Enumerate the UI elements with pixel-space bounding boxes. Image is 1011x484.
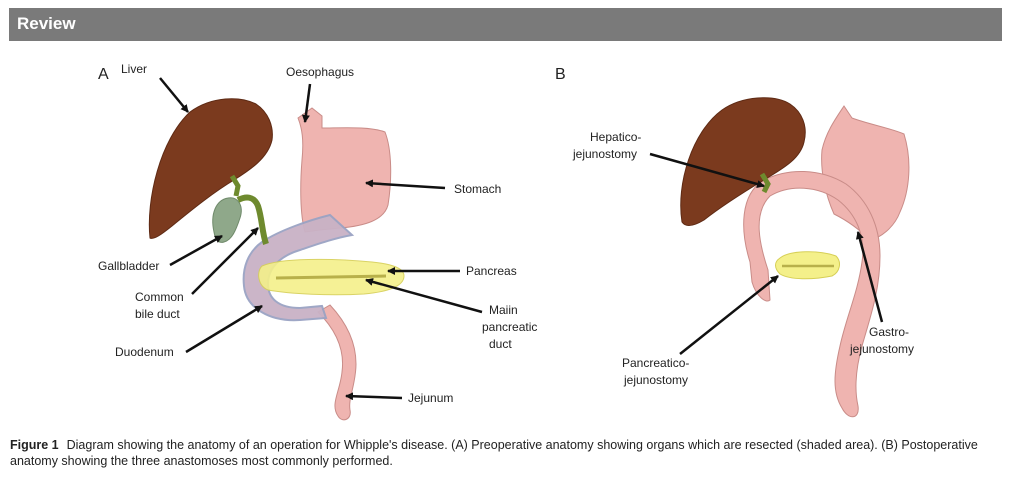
panel-a-letter: A [98,66,109,83]
label-common-bile-duct-line1: Common [135,290,184,304]
label-pancreaticojejunostomy-line2: jejunostomy [623,373,688,387]
arrow-duodenum [186,306,262,352]
panel-b-letter: B [555,66,566,83]
label-common-bile-duct-line2: bile duct [135,307,180,321]
label-liver: Liver [121,62,147,76]
gallbladder-a [213,198,241,243]
arrow-liver [160,78,188,112]
label-gastrojejunostomy-line2: jejunostomy [849,342,914,356]
label-jejunum: Jejunum [408,391,453,405]
label-stomach: Stomach [454,182,501,196]
liver-a [149,99,272,239]
arrow-main-pancreatic-duct [366,280,482,312]
label-pancreaticojejunostomy-line1: Pancreatico- [622,356,689,370]
hepatic-duct-a [232,176,238,196]
jejunum-a [318,305,356,420]
label-hepaticojejunostomy-line2: jejunostomy [572,147,637,161]
label-hepaticojejunostomy-line1: Hepatico- [590,130,641,144]
arrow-jejunum [346,396,402,398]
arrow-pancreaticojejunostomy [680,276,778,354]
jejunal-loop-b [744,171,880,416]
arrow-gallbladder [170,236,222,265]
main-pancreatic-duct-a [276,276,386,278]
label-main-pancreatic-duct-line3: duct [489,337,512,351]
label-duodenum: Duodenum [115,345,174,359]
label-gallbladder: Gallbladder [98,259,159,273]
liver-b [681,98,805,226]
common-bile-duct-a [238,198,266,244]
stomach-a [298,108,391,232]
label-main-pancreatic-duct-line1: Maiin [489,303,518,317]
figure-caption-text: Diagram showing the anatomy of an operat… [10,438,978,468]
figure-caption-label: Figure 1 [10,438,59,452]
label-main-pancreatic-duct-line2: pancreatic [482,320,537,334]
label-pancreas: Pancreas [466,264,517,278]
label-gastrojejunostomy-line1: Gastro- [869,325,909,339]
label-oesophagus: Oesophagus [286,65,354,79]
